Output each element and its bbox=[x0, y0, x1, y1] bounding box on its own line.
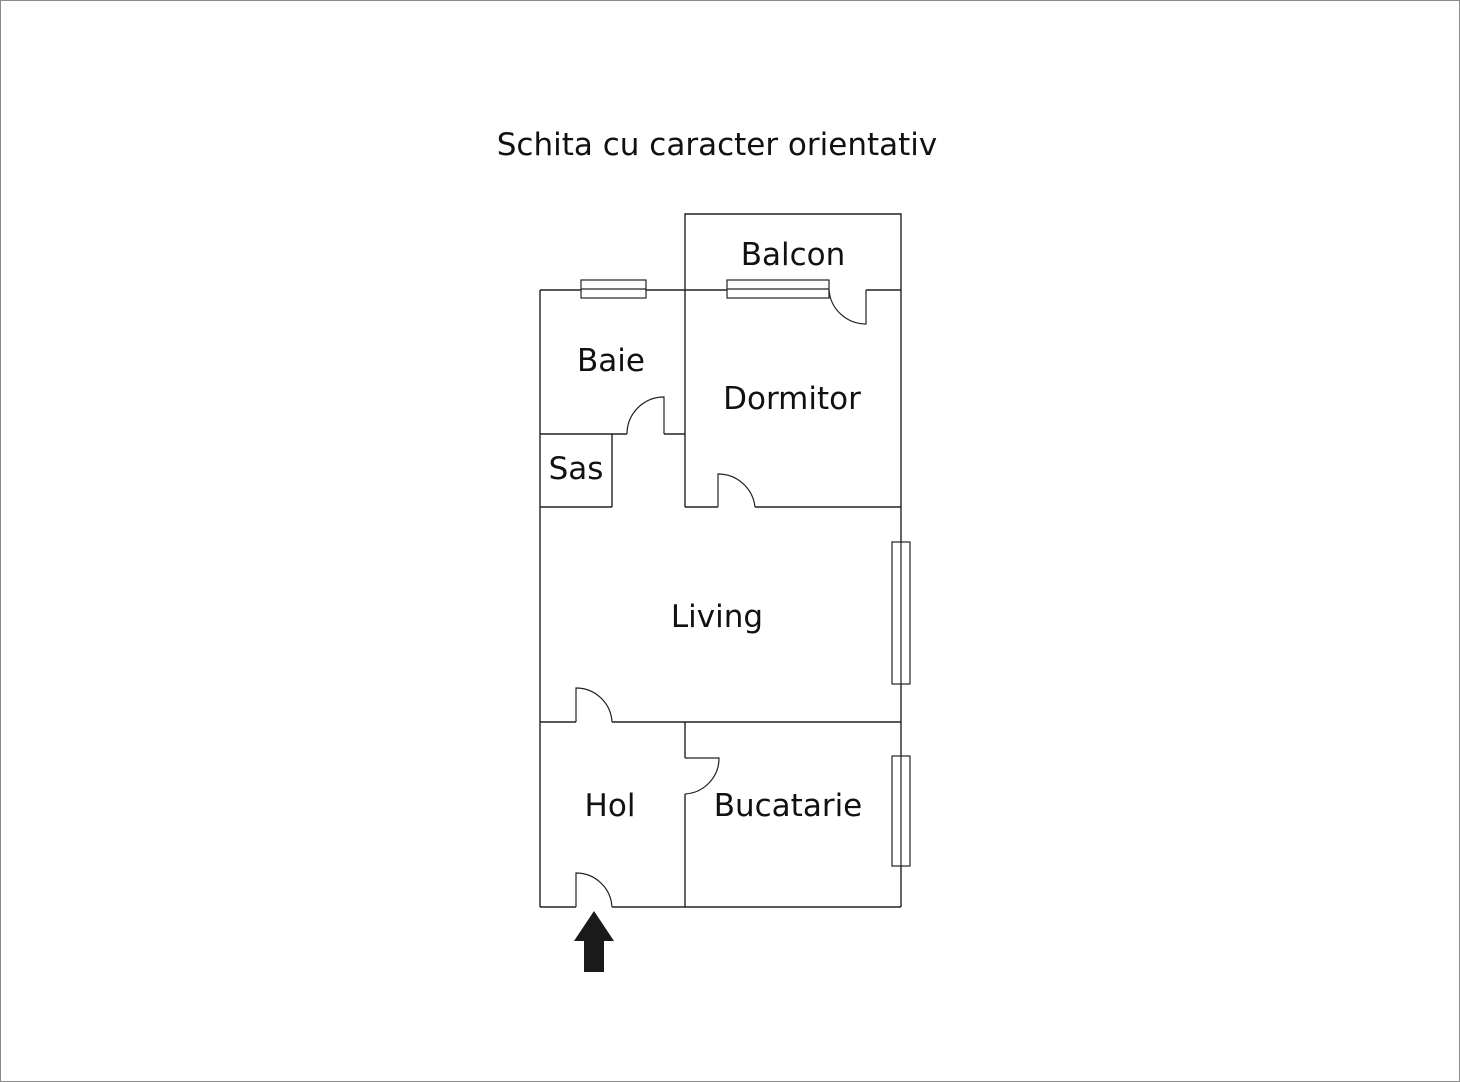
door-baie bbox=[626, 396, 665, 435]
door-dormitor bbox=[717, 473, 756, 508]
arrow-up-icon bbox=[574, 911, 614, 972]
window-bucatarie bbox=[891, 755, 911, 867]
window-balcon bbox=[726, 279, 830, 299]
door-bucatarie bbox=[684, 757, 720, 795]
room-label-hol: Hol bbox=[585, 788, 636, 824]
room-label-living: Living bbox=[671, 599, 763, 635]
balcony-wall bbox=[684, 213, 902, 290]
plan-title: Schita cu caracter orientativ bbox=[497, 127, 938, 163]
room-label-balcon: Balcon bbox=[741, 237, 846, 273]
doors bbox=[575, 289, 867, 908]
room-label-baie: Baie bbox=[577, 343, 645, 379]
door-entrance bbox=[575, 872, 613, 908]
door-balcon bbox=[828, 289, 867, 325]
window-baie bbox=[580, 279, 647, 299]
room-label-bucatarie: Bucatarie bbox=[714, 788, 863, 824]
door-living bbox=[575, 687, 613, 723]
window-living bbox=[891, 541, 911, 685]
windows bbox=[580, 279, 911, 867]
room-label-dormitor: Dormitor bbox=[723, 381, 861, 417]
room-label-sas: Sas bbox=[549, 451, 604, 487]
